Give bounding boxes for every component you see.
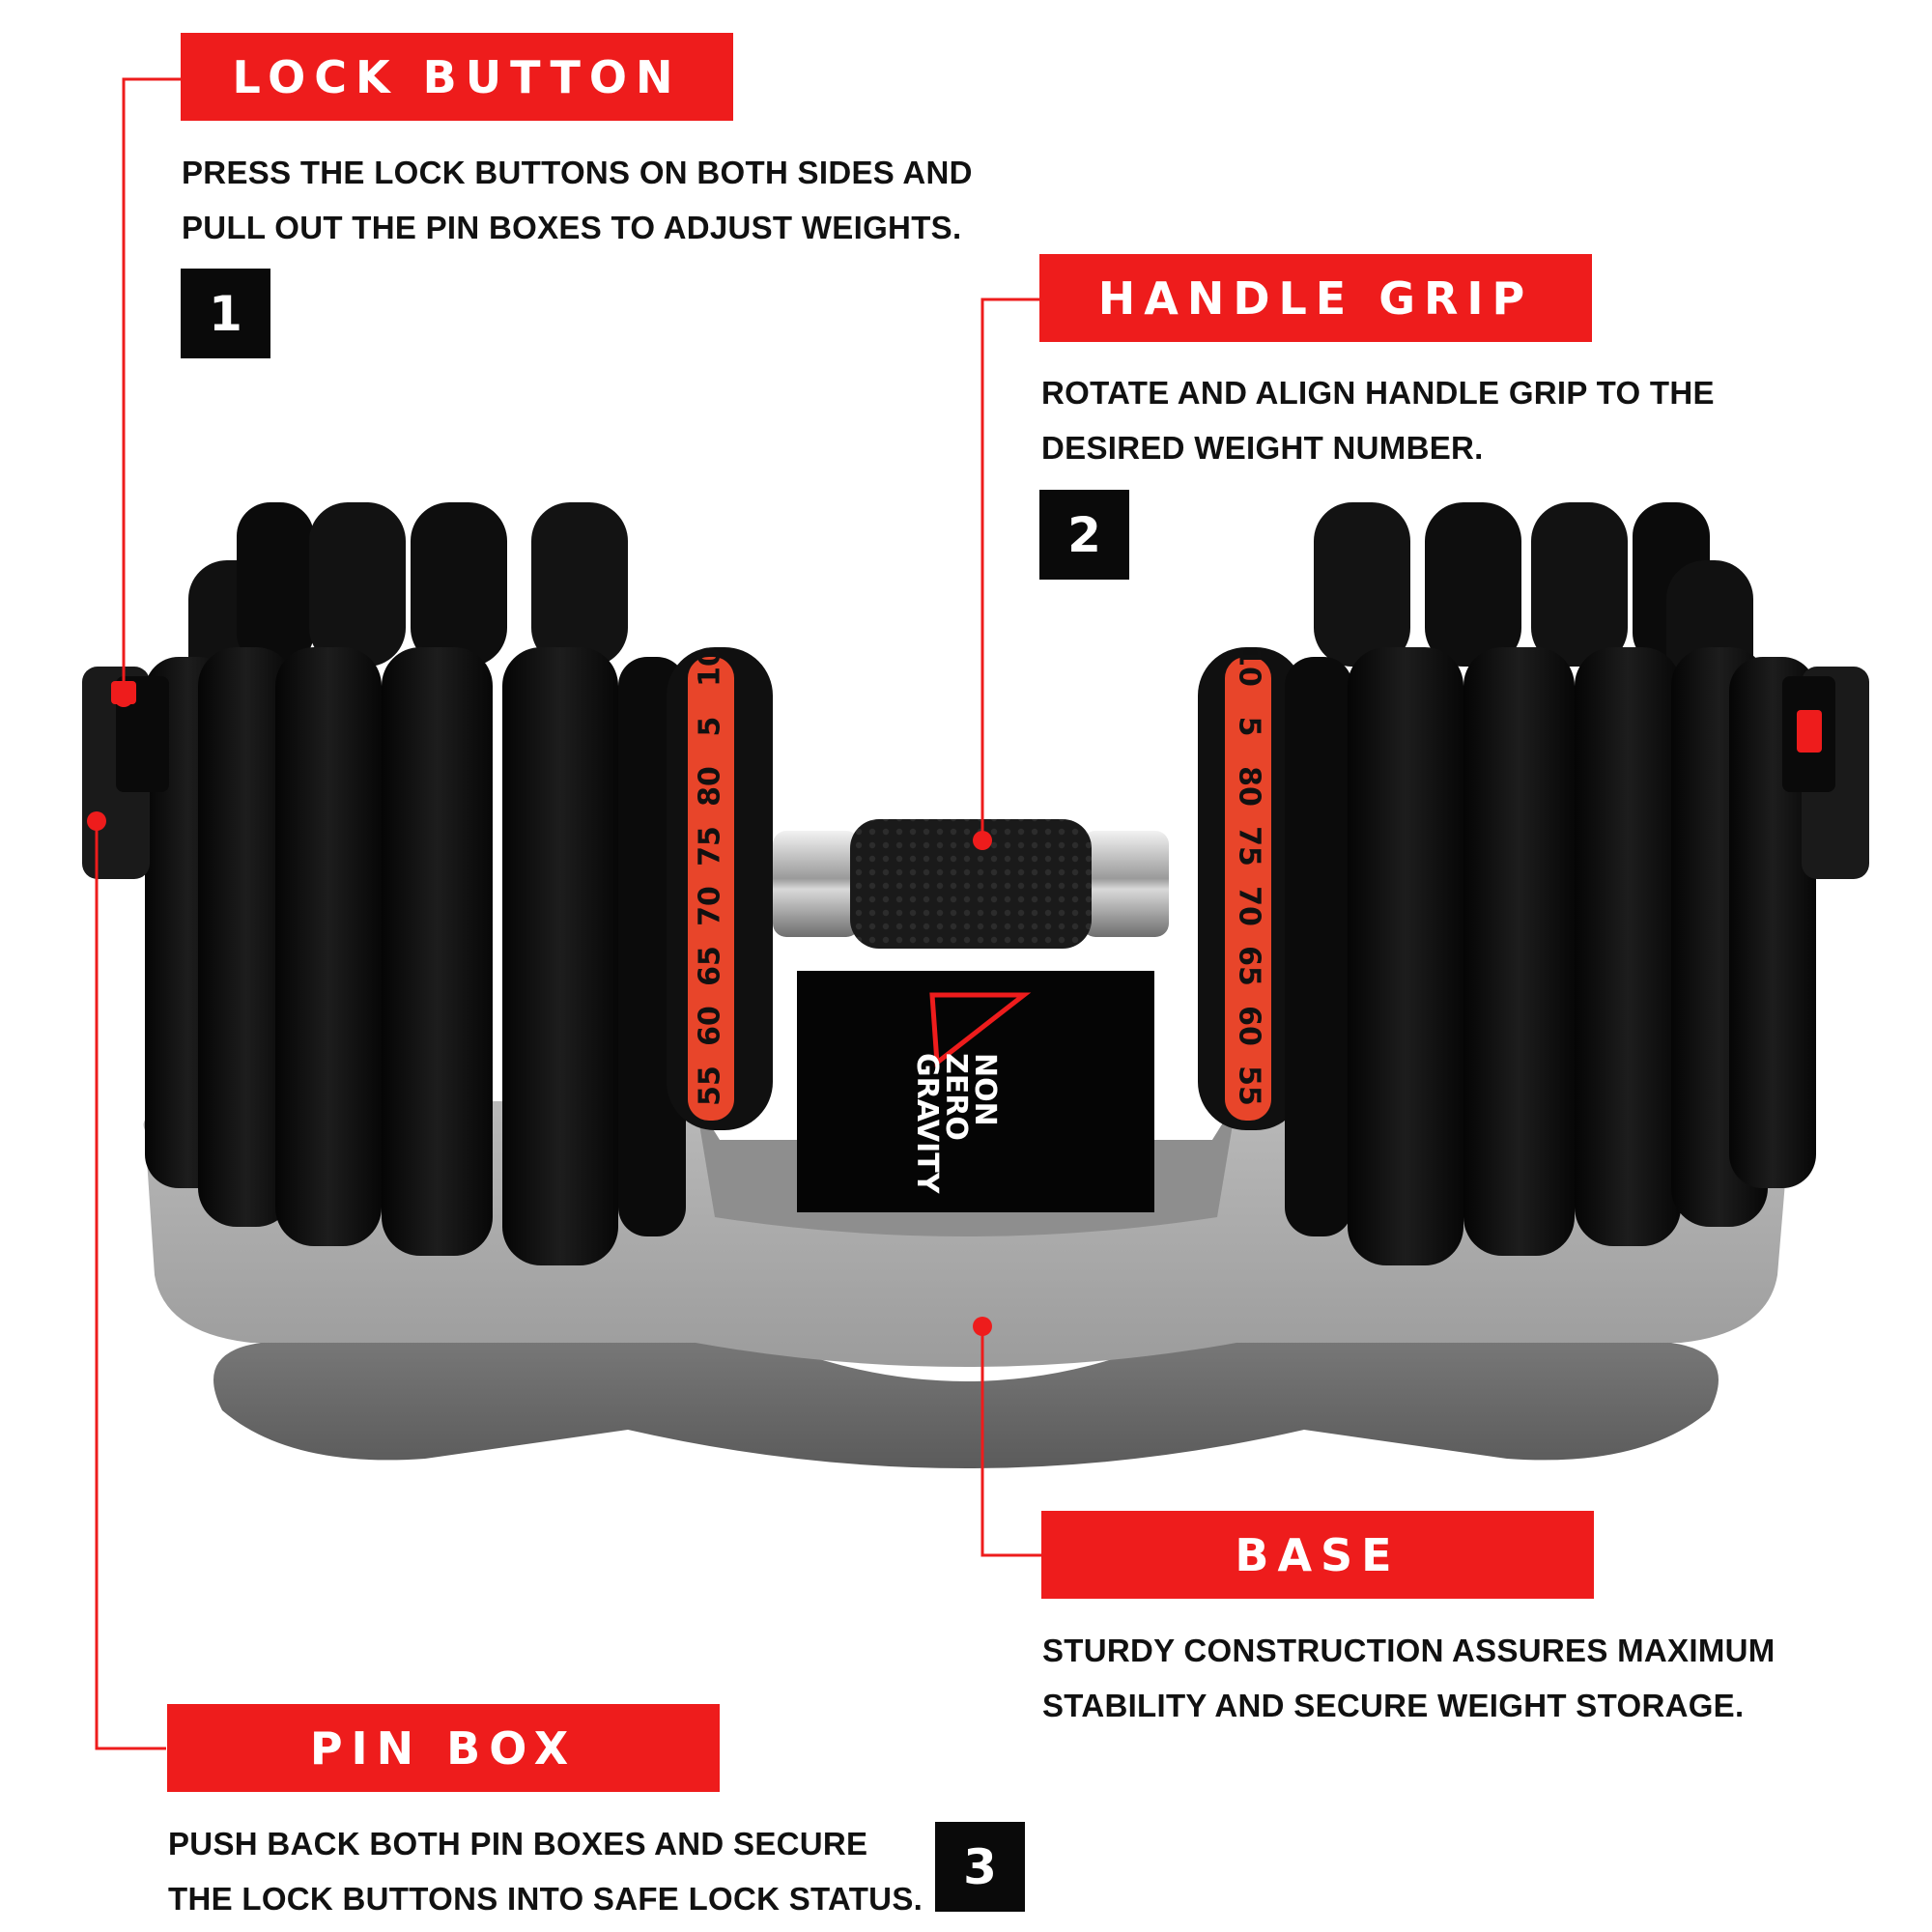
red-dot-icon bbox=[973, 1317, 992, 1336]
base-title: BASE bbox=[1235, 1528, 1401, 1581]
handle-grip-description: ROTATE AND ALIGN HANDLE GRIP TO THE DESI… bbox=[1041, 365, 1715, 475]
dial-number: 80 bbox=[694, 766, 727, 807]
right-plate-stack bbox=[1198, 647, 1816, 1265]
dial-number: 5 bbox=[694, 717, 727, 737]
dial-number: 75 bbox=[1233, 826, 1266, 867]
dial-number: 55 bbox=[694, 1065, 727, 1106]
dial-number: 60 bbox=[694, 1006, 727, 1046]
step-2-badge: 2 bbox=[1039, 490, 1129, 580]
handle bbox=[773, 819, 1169, 949]
handle-grip-label: HANDLE GRIP bbox=[1039, 254, 1592, 342]
handle-grip-desc-line2: DESIRED WEIGHT NUMBER. bbox=[1041, 430, 1484, 466]
dial-number: 65 bbox=[1233, 946, 1266, 986]
dial-number: 65 bbox=[694, 946, 727, 986]
leader-pin-box bbox=[95, 821, 166, 1750]
dial-number: 80 bbox=[1233, 766, 1266, 807]
pin-box-desc-line2: THE LOCK BUTTONS INTO SAFE LOCK STATUS. bbox=[168, 1881, 923, 1917]
leader-base bbox=[980, 1326, 1041, 1557]
dial-number: 60 bbox=[1233, 1006, 1266, 1046]
right-pin-box bbox=[1782, 667, 1869, 879]
dial-number: 55 bbox=[1233, 1065, 1266, 1106]
base-desc-line2: STABILITY AND SECURE WEIGHT STORAGE. bbox=[1042, 1688, 1745, 1723]
dial-number: 5 bbox=[1233, 717, 1266, 737]
leader-handle-grip bbox=[980, 298, 1041, 840]
pin-box-title: PIN BOX bbox=[309, 1721, 578, 1775]
step-3-badge: 3 bbox=[935, 1822, 1025, 1912]
lock-button-title: LOCK BUTTON bbox=[232, 50, 682, 103]
step-2-number: 2 bbox=[1067, 506, 1101, 563]
dial-number: 10 bbox=[694, 646, 727, 687]
right-rear-plates bbox=[1314, 502, 1753, 715]
brand-logo: NON ZERO GRAVITY bbox=[910, 992, 1032, 1195]
brand-line-2: ZERO bbox=[939, 1053, 973, 1141]
leader-lock-button bbox=[122, 77, 184, 697]
pin-box-description: PUSH BACK BOTH PIN BOXES AND SECURE THE … bbox=[168, 1816, 923, 1926]
lock-button-description: PRESS THE LOCK BUTTONS ON BOTH SIDES AND… bbox=[182, 145, 973, 255]
handle-grip-title: HANDLE GRIP bbox=[1097, 271, 1534, 325]
handle-grip-desc-line1: ROTATE AND ALIGN HANDLE GRIP TO THE bbox=[1041, 375, 1715, 411]
base-description: STURDY CONSTRUCTION ASSURES MAXIMUM STAB… bbox=[1042, 1623, 1776, 1733]
lock-button-desc-line1: PRESS THE LOCK BUTTONS ON BOTH SIDES AND bbox=[182, 155, 973, 190]
red-dot-icon bbox=[973, 831, 992, 850]
brand-line-3: GRAVITY bbox=[910, 1053, 944, 1195]
dial-right: 10 5 80 75 70 65 60 55 bbox=[1233, 646, 1266, 1106]
pin-box-label: PIN BOX bbox=[167, 1704, 720, 1792]
pin-box-desc-line1: PUSH BACK BOTH PIN BOXES AND SECURE bbox=[168, 1826, 868, 1861]
dial-number: 10 bbox=[1233, 646, 1266, 687]
lock-button-desc-line2: PULL OUT THE PIN BOXES TO ADJUST WEIGHTS… bbox=[182, 210, 962, 245]
dial-number: 75 bbox=[694, 826, 727, 867]
red-dot-icon bbox=[114, 688, 133, 707]
base-desc-line1: STURDY CONSTRUCTION ASSURES MAXIMUM bbox=[1042, 1633, 1776, 1668]
step-1-number: 1 bbox=[209, 285, 242, 342]
triangle-logo-icon bbox=[929, 992, 1032, 1067]
left-plate-stack bbox=[145, 647, 773, 1265]
red-dot-icon bbox=[87, 811, 106, 831]
step-3-number: 3 bbox=[963, 1838, 997, 1895]
lock-button-label: LOCK BUTTON bbox=[181, 33, 733, 121]
dial-number: 70 bbox=[694, 886, 727, 926]
dial-left: 10 5 80 75 70 65 60 55 bbox=[694, 646, 727, 1106]
brand-line-1: NON bbox=[968, 1053, 1002, 1126]
right-lock-button bbox=[1797, 710, 1822, 753]
step-1-badge: 1 bbox=[181, 269, 270, 358]
dial-number: 70 bbox=[1233, 886, 1266, 926]
base-label: BASE bbox=[1041, 1511, 1594, 1599]
